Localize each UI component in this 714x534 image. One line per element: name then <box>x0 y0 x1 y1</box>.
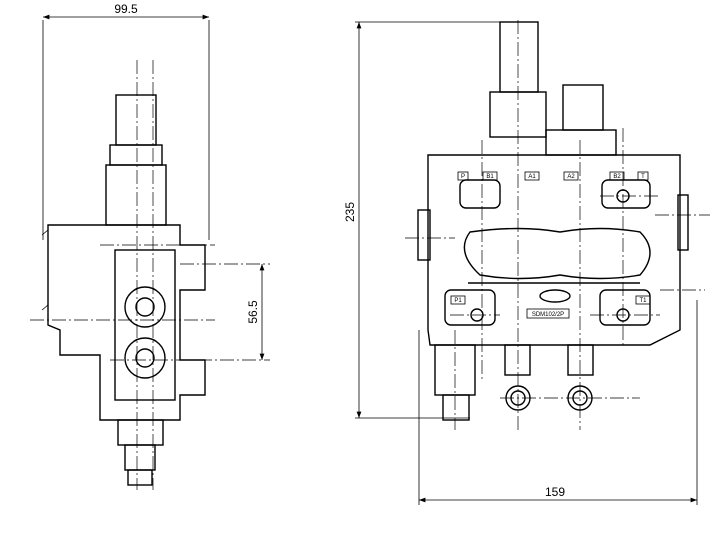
port-label-a1: A1 <box>528 174 536 180</box>
port-label-t1: T1 <box>639 298 647 304</box>
dimension-height: 235 <box>343 202 357 222</box>
port-label-b1: B1 <box>486 174 494 180</box>
port-label-b2: B2 <box>613 174 621 180</box>
port-label-t: T <box>641 174 645 180</box>
side-view: 99.5 56.5 <box>30 2 270 490</box>
port-label-p1: P1 <box>454 298 462 304</box>
dimension-port-spacing: 56.5 <box>246 300 260 324</box>
port-label-a2: A2 <box>567 174 575 180</box>
dimension-front-width: 159 <box>545 485 565 499</box>
port-labels: P B1 A1 A2 B2 T P1 T1 <box>450 171 651 305</box>
nameplate: SDM102/2P <box>532 312 564 318</box>
port-label-p: P <box>461 174 465 180</box>
dimension-side-width: 99.5 <box>114 2 138 16</box>
front-view: 235 SDM102/2P P B1 A1 A2 B2 T P1 T1 <box>343 20 710 505</box>
brand-logo <box>539 289 571 303</box>
